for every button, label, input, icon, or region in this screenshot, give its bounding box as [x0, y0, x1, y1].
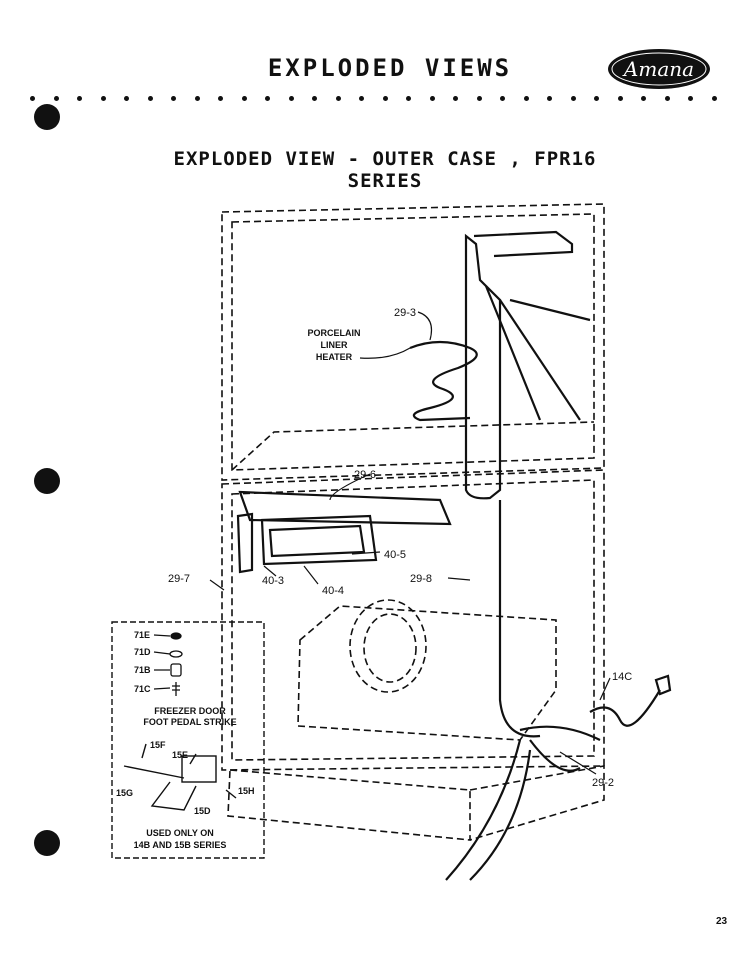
callout-40-5: 40-5	[384, 549, 406, 561]
divider-dot	[335, 96, 341, 101]
side-bracket	[236, 512, 254, 574]
divider-dot	[500, 96, 505, 101]
divider-dot	[547, 96, 552, 101]
divider-dot	[147, 96, 153, 101]
upper-case-floor	[231, 421, 595, 471]
inset-caption-top-2: FOOT PEDAL STRIKE	[143, 717, 236, 727]
inset-part-71b: 71B	[134, 665, 151, 675]
inset-part-71d: 71D	[134, 647, 151, 657]
lower-case-inner	[231, 479, 595, 761]
drain-pan-inner	[268, 524, 366, 558]
inset-part-15d: 15D	[194, 806, 211, 816]
divider-dot	[265, 96, 270, 101]
lower-case-outline	[221, 469, 605, 771]
divider-dot	[594, 96, 599, 101]
divider-dot	[406, 96, 411, 101]
upper-case-outline	[221, 203, 605, 481]
inset-part-15g: 15G	[116, 788, 133, 798]
power-cord	[589, 689, 661, 727]
callout-liner-line1: PORCELAIN	[307, 328, 360, 338]
divider-dot	[641, 96, 646, 101]
divider-dot	[77, 96, 82, 101]
mullion-heater	[238, 490, 452, 526]
callout-40-3: 40-3	[262, 575, 284, 587]
binder-hole	[34, 104, 60, 130]
divider-dot	[523, 96, 529, 101]
divider-dot	[570, 96, 576, 101]
base-side	[469, 765, 605, 841]
fan-shroud	[349, 599, 427, 693]
divider-dot	[171, 96, 176, 101]
drain-pan	[260, 514, 378, 566]
divider-dot	[688, 96, 693, 101]
callout-29-3: 29-3	[394, 307, 416, 319]
callout-liner-line2: LINER	[321, 340, 349, 350]
divider-dot	[124, 96, 129, 101]
divider-dot	[617, 96, 623, 101]
amana-logo: Amana	[608, 49, 710, 89]
inset-part-15h: 15H	[238, 786, 255, 796]
divider-dot	[288, 96, 294, 101]
divider-dot	[241, 96, 247, 101]
diagram-title: EXPLODED VIEW - OUTER CASE , FPR16 SERIE…	[173, 148, 597, 192]
upper-case-inner	[231, 213, 595, 471]
tube-bracket	[473, 230, 574, 258]
binder-hole	[34, 468, 60, 494]
callout-29-2: 29-2	[592, 777, 614, 789]
divider-dot	[100, 96, 106, 101]
page-title: EXPLODED VIEWS	[267, 54, 513, 82]
callout-29-6: 29-6	[354, 469, 376, 481]
heater-wire	[519, 725, 601, 772]
divider-dot	[664, 96, 670, 101]
dot-divider	[30, 96, 720, 104]
divider-dot	[382, 96, 388, 101]
inset-caption-top-1: FREEZER DOOR	[154, 706, 226, 716]
divider-dot	[359, 96, 364, 101]
divider-dot	[312, 96, 317, 101]
page-number: 23	[716, 916, 728, 927]
inset-part-15f: 15F	[150, 740, 166, 750]
divider-dot	[711, 96, 717, 101]
compressor-housing	[297, 605, 557, 741]
inset-part-71c: 71C	[134, 684, 151, 694]
fan-shroud-inner	[363, 613, 417, 683]
cord-plug	[654, 674, 672, 696]
divider-dot	[218, 96, 223, 101]
callout-29-7: 29-7	[168, 573, 190, 585]
inset-caption-bottom-2: 14B AND 15B SERIES	[134, 840, 227, 850]
divider-dot	[30, 96, 35, 101]
drain-line	[498, 500, 541, 738]
rear-tube	[464, 233, 502, 500]
inset-part-71e: 71E	[134, 630, 150, 640]
svg-text:Amana: Amana	[622, 57, 694, 81]
callout-29-8: 29-8	[410, 573, 432, 585]
callout-14c: 14C	[612, 671, 632, 683]
binder-hole	[34, 830, 60, 856]
callout-liner-line3: HEATER	[316, 352, 353, 362]
parts-inset: 71E 71D 71B 71C FREEZER DOOR FOOT PEDAL …	[111, 621, 265, 859]
divider-dot	[453, 96, 458, 101]
inset-caption-bottom-1: USED ONLY ON	[146, 828, 214, 838]
divider-dot	[476, 96, 482, 101]
callout-40-4: 40-4	[322, 585, 344, 597]
divider-dot	[194, 96, 200, 101]
wire-harness	[445, 739, 532, 881]
divider-dot	[429, 96, 435, 101]
inset-part-15e: 15E	[172, 750, 188, 760]
divider-dot	[53, 96, 59, 101]
brace	[484, 285, 591, 421]
